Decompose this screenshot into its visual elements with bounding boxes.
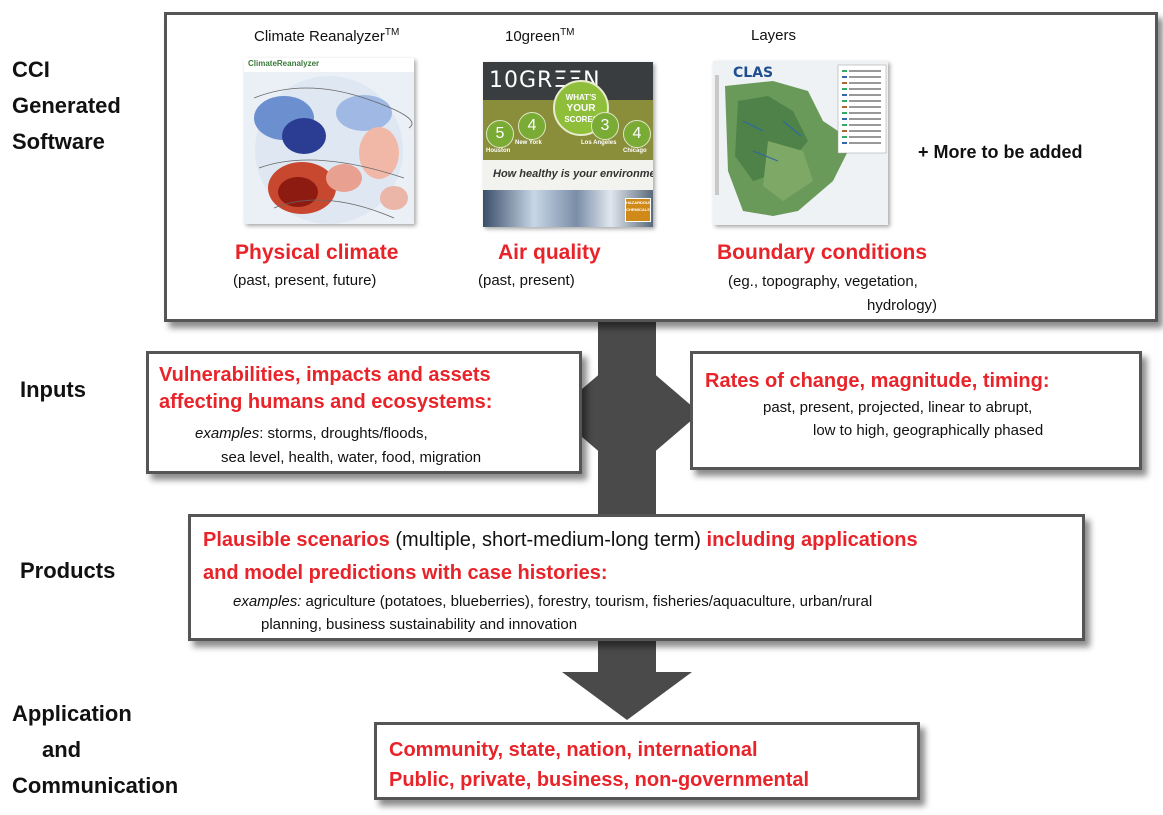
clas-logo: CLAS	[733, 65, 774, 81]
sub-boundary-conditions-line2: hydrology)	[867, 297, 938, 314]
layers-thumbnail: CLAS	[713, 61, 888, 225]
left-arrowhead	[554, 365, 610, 461]
city-label-los-angeles: Los Angeles	[581, 140, 617, 146]
title-physical-climate: Physical climate	[235, 241, 399, 264]
tool-name-10green: 10greenTM	[505, 27, 575, 45]
10green-tagline: How healthy is your environment?	[493, 168, 653, 180]
city-label-chicago: Chicago	[623, 148, 647, 154]
inputs-rates-title: Rates of change, magnitude, timing:	[705, 370, 1050, 392]
inputs-vulnerabilities-examples-line1: examples: storms, droughts/floods,	[195, 425, 428, 442]
sub-boundary-conditions-line1: (eg., topography, vegetation,	[728, 273, 918, 290]
products-box: Plausible scenarios (multiple, short-med…	[188, 514, 1085, 641]
inputs-rates-line1: past, present, projected, linear to abru…	[763, 399, 1033, 416]
city-label-new-york: New York	[515, 140, 542, 146]
more-to-be-added: + More to be added	[918, 142, 1083, 162]
products-examples-line2: planning, business sustainability and in…	[261, 616, 578, 633]
climate-reanalyzer-header: ClimateReanalyzer	[248, 59, 320, 68]
lower-arrowhead	[562, 672, 692, 720]
climate-reanalyzer-thumbnail: ClimateReanalyzer	[244, 58, 414, 224]
inputs-rates-line2: low to high, geographically phased	[813, 422, 1044, 439]
products-line2: and model predictions with case historie…	[203, 562, 608, 584]
right-arrowhead	[644, 365, 700, 461]
inputs-vulnerabilities-box: Vulnerabilities, impacts and assets affe…	[146, 351, 582, 474]
side-label-inputs: Inputs	[20, 377, 86, 402]
title-air-quality: Air quality	[498, 241, 601, 264]
climate-map-image	[244, 58, 414, 224]
inputs-vulnerabilities-examples-line2: sea level, health, water, food, migratio…	[221, 449, 482, 466]
tool-name-layers: Layers	[751, 27, 797, 44]
title-boundary-conditions: Boundary conditions	[717, 241, 927, 264]
score-circle-chicago: 4	[623, 120, 651, 148]
sub-physical-climate: (past, present, future)	[233, 272, 377, 289]
application-box: Community, state, nation, international …	[374, 722, 920, 800]
inputs-vulnerabilities-title: Vulnerabilities, impacts and assets affe…	[159, 364, 493, 413]
10green-photo-strip	[483, 190, 653, 227]
inputs-rates-box: Rates of change, magnitude, timing: past…	[690, 351, 1142, 470]
city-label-houston: Houston	[486, 148, 511, 154]
software-box: Climate ReanalyzerTM 10greenTM Layers Cl…	[164, 12, 1158, 322]
layers-map-image	[713, 61, 888, 225]
hazard-sign: HAZARDOUS CHEMICALS	[625, 198, 651, 222]
score-circle-new-york: 4	[518, 112, 546, 140]
score-circle-houston: 5	[486, 120, 514, 148]
sub-air-quality: (past, present)	[478, 272, 575, 289]
score-circle-los-angeles: 3	[591, 112, 619, 140]
side-label-application: Application and Communication	[12, 701, 179, 798]
10green-thumbnail: 10GRΞΞN WHAT'S YOUR SCORE? 5 4 3 4 Houst…	[483, 62, 653, 227]
application-lines: Community, state, nation, international …	[389, 739, 810, 791]
side-label-software: CCI Generated Software	[12, 57, 121, 154]
products-line1: Plausible scenarios (multiple, short-med…	[203, 529, 918, 551]
side-label-products: Products	[20, 558, 116, 583]
tool-name-climate-reanalyzer: Climate ReanalyzerTM	[254, 27, 400, 45]
products-examples-line1: examples: agriculture (potatoes, blueber…	[233, 593, 873, 610]
